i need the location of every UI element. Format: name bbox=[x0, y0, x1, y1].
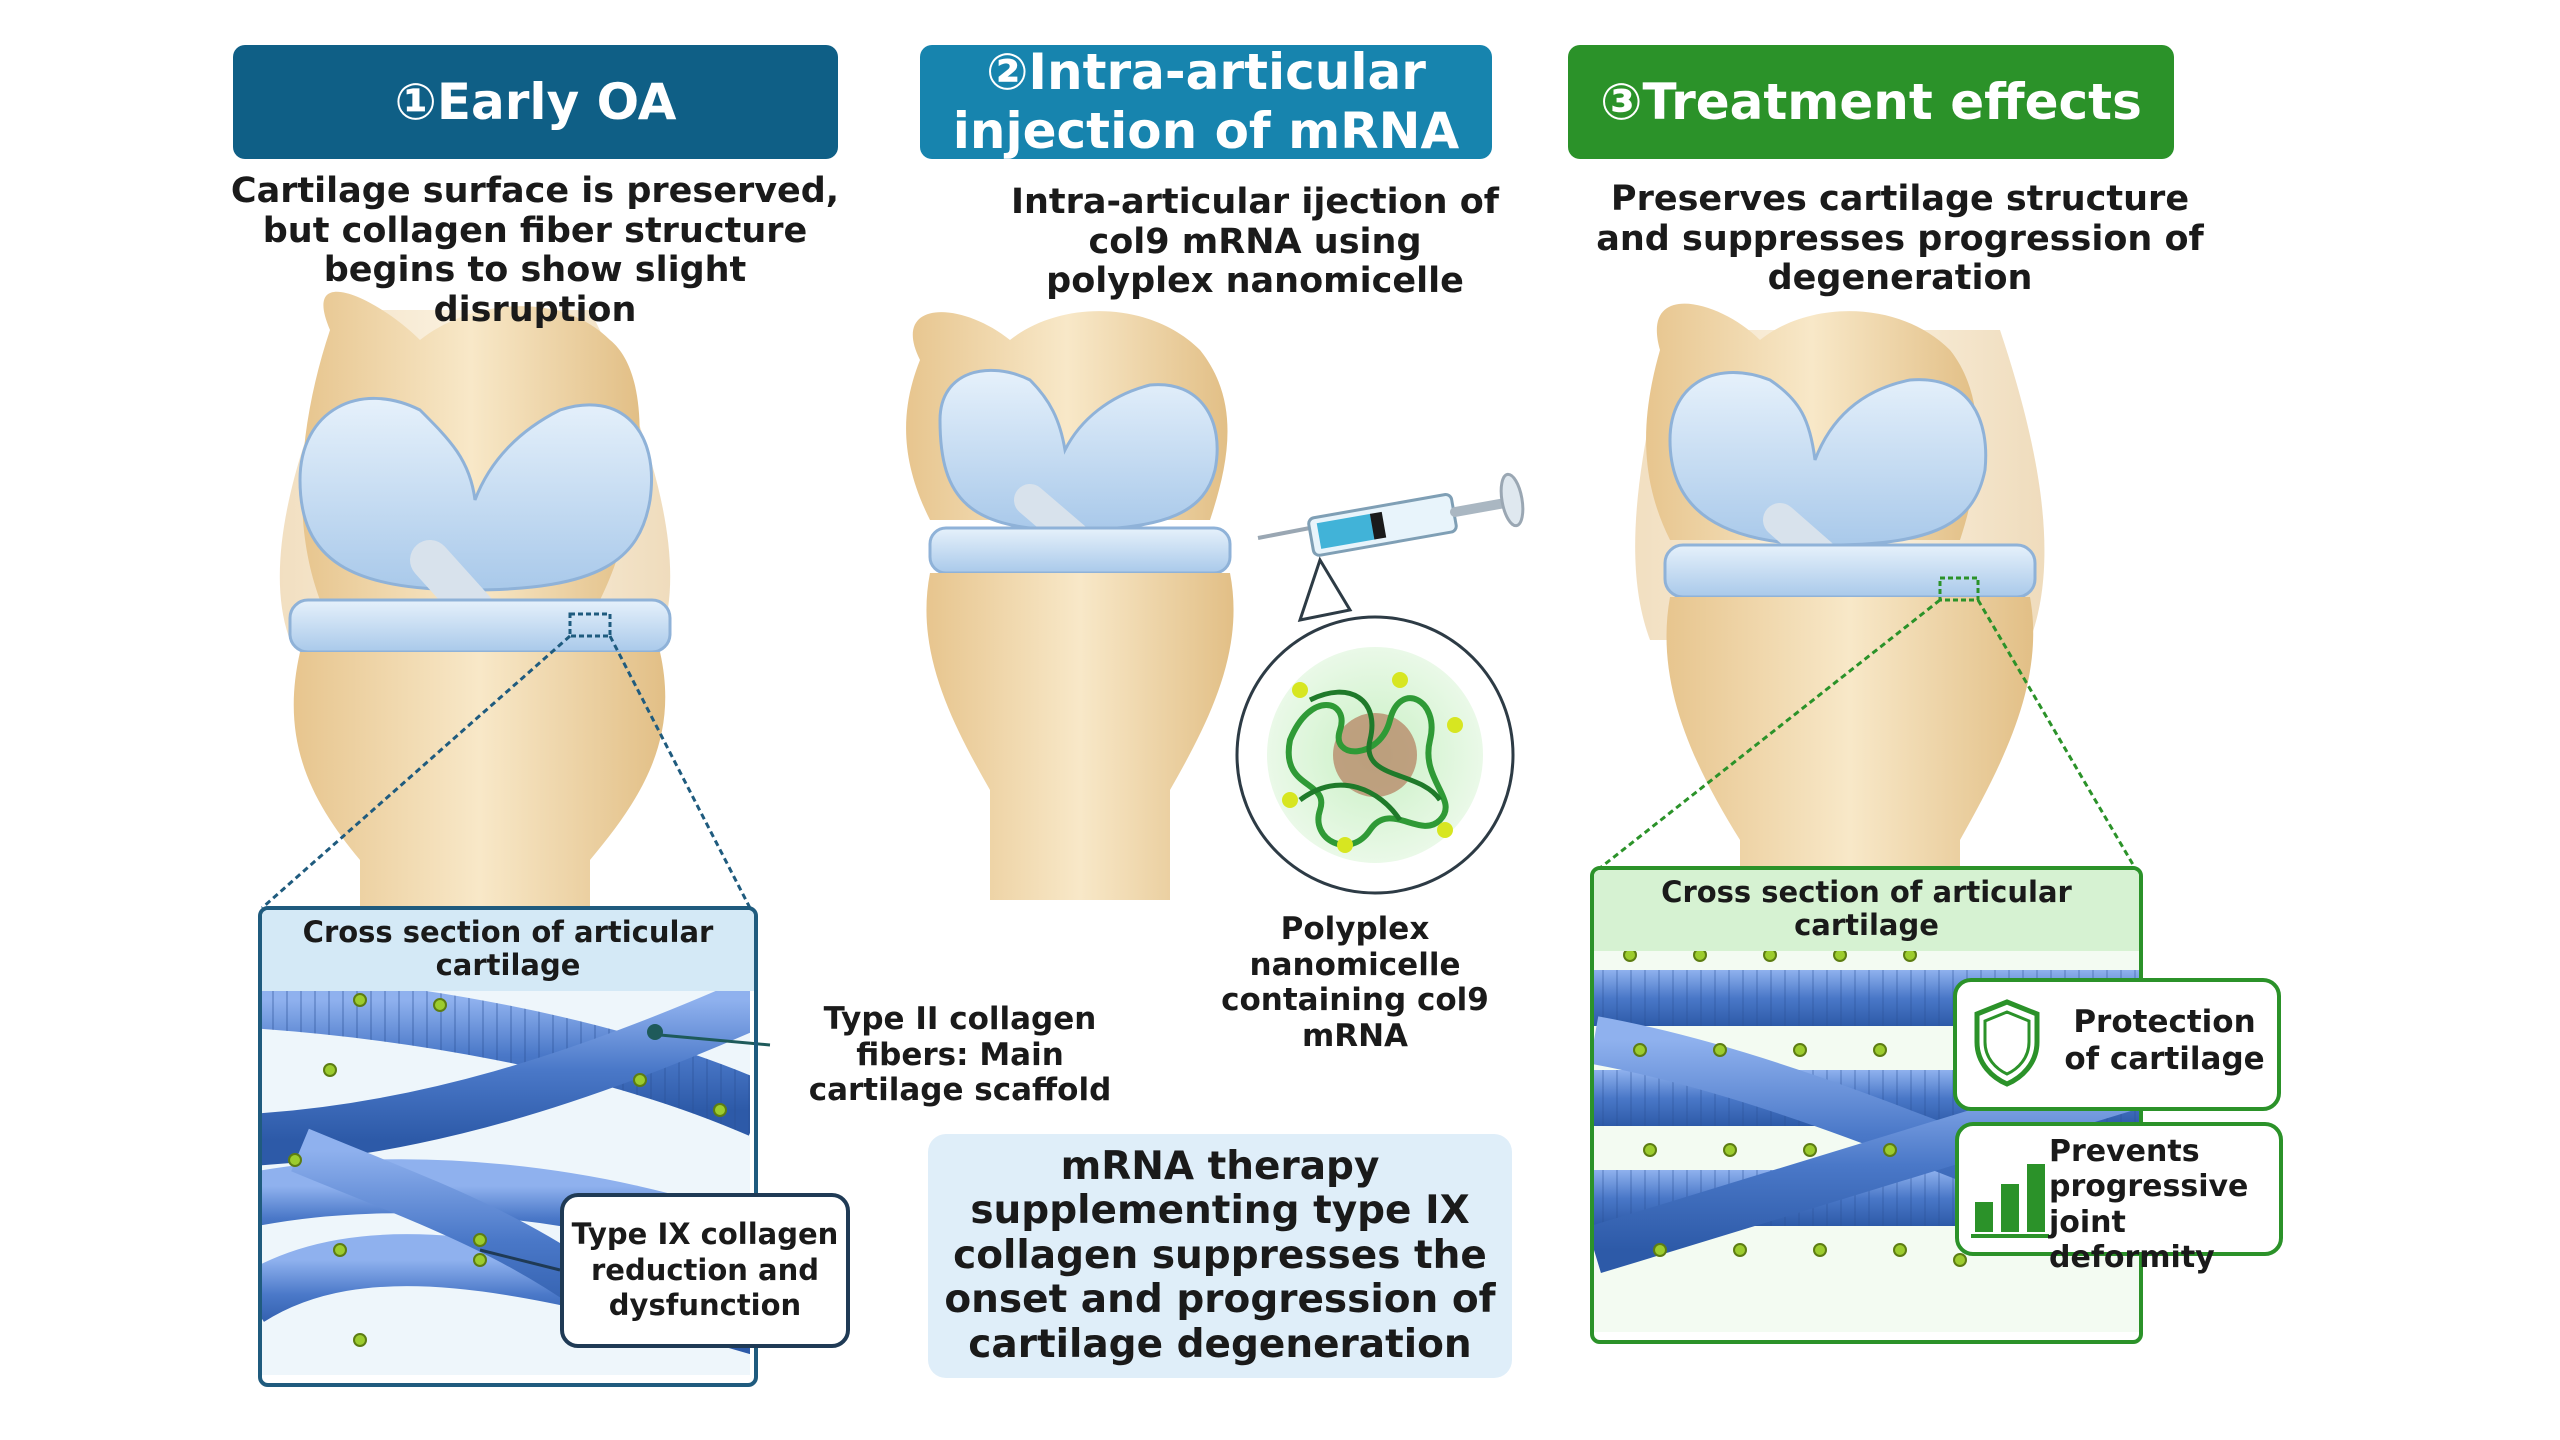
summary-text: mRNA therapy supplementing type IX colla… bbox=[944, 1143, 1496, 1367]
summary-box: mRNA therapy supplementing type IX colla… bbox=[928, 1134, 1512, 1378]
label-type2-collagen: Type II collagen fibers: Main cartilage … bbox=[808, 1001, 1112, 1109]
label-polyplex: Polyplex nanomicelle containing col9 mRN… bbox=[1221, 911, 1489, 1054]
callout-type9-text: Type IX collagen reduction and dysfuncti… bbox=[571, 1217, 839, 1323]
description-treatment: Preserves cartilage structure and suppre… bbox=[1596, 179, 2204, 299]
header-injection: ②Intra-articular injection of mRNA bbox=[920, 43, 1492, 160]
callout-type9-collagen: Type IX collagen reduction and dysfuncti… bbox=[560, 1193, 850, 1348]
header-treatment-effects: ③Treatment effects bbox=[1568, 45, 2174, 159]
knee-early-oa bbox=[261, 291, 752, 1000]
header-early-oa: ①Early OA bbox=[233, 45, 838, 159]
polyplex-nanomicelle-icon bbox=[1267, 647, 1483, 863]
knee-treatment bbox=[1599, 303, 2137, 880]
description-injection: Intra-articular ijection of col9 mRNA us… bbox=[1010, 182, 1500, 302]
knee-injection bbox=[906, 311, 1525, 900]
cross-section-title: Cross section of articular cartilage bbox=[262, 910, 754, 991]
bar-chart-icon bbox=[1971, 1164, 2049, 1238]
cross-section-treatment: Cross section of articular cartilage bbox=[1590, 866, 2143, 1344]
callout-prevents: Prevents progressive joint deformity bbox=[1955, 1122, 2283, 1275]
callout-protection: Protection of cartilage bbox=[1953, 978, 2281, 1111]
cross-section-early-oa: Cross section of articular cartilage bbox=[258, 906, 758, 1387]
description-early-oa: Cartilage surface is preserved, but coll… bbox=[230, 171, 840, 330]
shield-icon bbox=[1974, 999, 2040, 1087]
prevents-text: Prevents progressive joint deformity bbox=[2049, 1134, 2249, 1276]
cross-section-title: Cross section of articular cartilage bbox=[1594, 870, 2139, 951]
syringe-icon bbox=[1257, 472, 1525, 557]
protection-text: Protection of cartilage bbox=[2064, 1004, 2265, 1077]
